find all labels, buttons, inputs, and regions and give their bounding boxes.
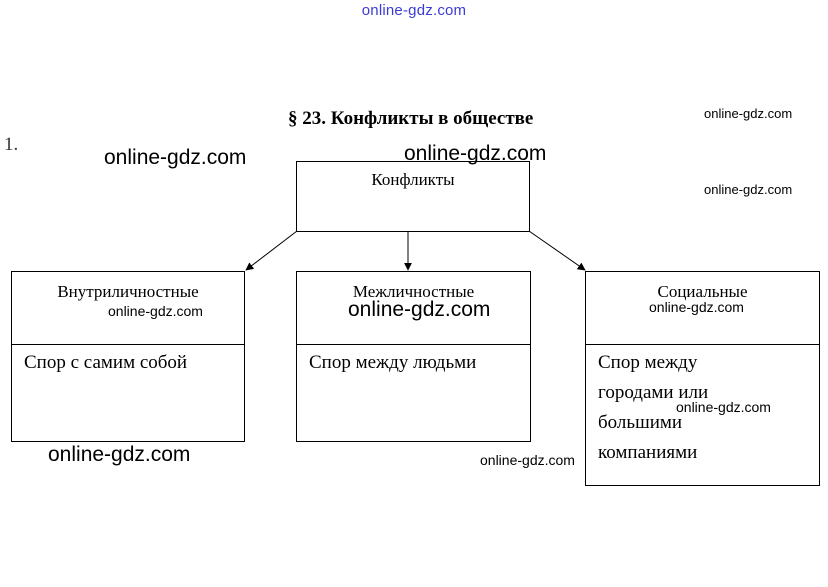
box-social-title: Социальные xyxy=(657,282,748,301)
watermark: online-gdz.com xyxy=(348,298,491,321)
box-intrapersonal-description: Спор с самим собой xyxy=(24,352,188,373)
watermark: online-gdz.com xyxy=(108,303,203,319)
watermark: online-gdz.com xyxy=(704,106,793,121)
watermark: online-gdz.com xyxy=(480,452,575,468)
box-intrapersonal-divider xyxy=(12,344,244,345)
watermark: online-gdz.com xyxy=(676,399,771,415)
root-box-conflicts: Конфликты xyxy=(296,161,530,232)
watermark: online-gdz.com xyxy=(649,299,744,315)
page-title: § 23. Конфликты в обществе xyxy=(288,108,534,129)
box-interpersonal-title: Межличностные xyxy=(352,282,475,301)
watermark: online-gdz.com xyxy=(48,443,191,466)
site-watermark-top[interactable]: online-gdz.com xyxy=(361,2,467,19)
arrow-to-social xyxy=(528,230,586,271)
watermark: online-gdz.com xyxy=(404,142,547,165)
box-interpersonal-description: Спор между людьми xyxy=(309,352,477,373)
box-intrapersonal-title: Внутриличностные xyxy=(57,282,199,301)
watermark: online-gdz.com xyxy=(704,182,793,197)
box-interpersonal: Межличностные Спор между людьми xyxy=(296,271,531,442)
box-social-divider xyxy=(586,344,819,345)
watermark: online-gdz.com xyxy=(104,146,247,169)
question-number: 1. xyxy=(4,134,19,155)
root-box-label: Конфликты xyxy=(371,170,455,189)
box-social: Социальные Спор между городами или больш… xyxy=(585,271,820,486)
box-intrapersonal: Внутриличностные Спор с самим собой xyxy=(11,271,245,442)
box-interpersonal-divider xyxy=(297,344,530,345)
box-social-description: Спор между городами или большими компани… xyxy=(598,352,709,463)
arrow-to-intrapersonal xyxy=(245,230,298,271)
